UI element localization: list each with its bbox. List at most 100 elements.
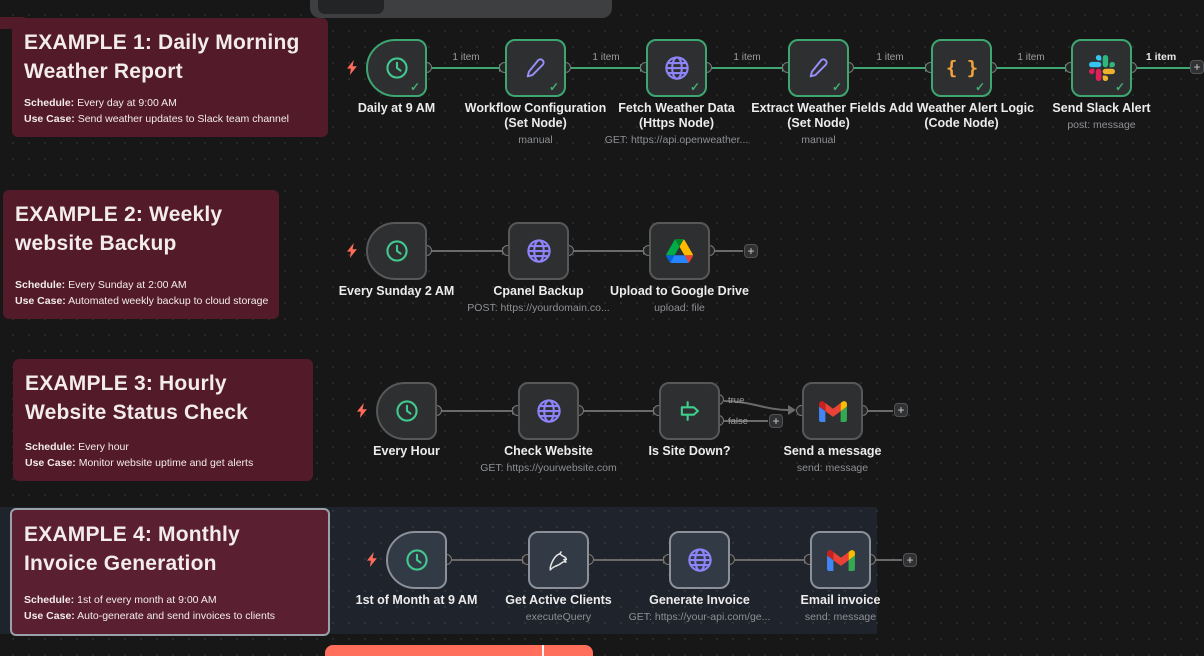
clock-icon <box>385 57 408 79</box>
connection-line <box>589 556 670 564</box>
mysql-icon <box>548 551 567 571</box>
node-title: Cpanel Backup <box>493 284 584 298</box>
node-subtitle: (Set Node) <box>504 116 567 130</box>
node-detail: upload: file <box>654 302 705 314</box>
sticky-note-example-1[interactable]: EXAMPLE 1: Daily Morning Weather Report … <box>12 18 328 137</box>
globe-icon <box>687 548 712 572</box>
globe-icon <box>526 239 551 263</box>
node-title: Send Slack Alert <box>1052 101 1151 115</box>
clock-icon <box>395 400 418 422</box>
node-detail: GET: https://api.openweather... <box>604 134 749 146</box>
schedule-label: Schedule: <box>24 97 75 109</box>
connection-line <box>1132 67 1190 69</box>
node-fetch-weather-data[interactable]: ✓ Fetch Weather Data (Https Node) GET: h… <box>605 39 748 146</box>
sticky-note-example-2[interactable]: EXAMPLE 2: Weekly website Backup Schedul… <box>3 190 279 319</box>
node-detail: post: message <box>1067 119 1136 131</box>
node-check-website[interactable]: Check Website GET: https://yourwebsite.c… <box>480 382 617 474</box>
node-extract-weather-fields[interactable]: ✓ Extract Weather Fields (Set Node) manu… <box>751 39 886 146</box>
node-upload-to-google-drive[interactable]: Upload to Google Drive upload: file <box>610 222 749 314</box>
connection-line <box>447 556 529 564</box>
node-get-active-clients[interactable]: Get Active Clients executeQuery <box>505 531 612 623</box>
node-1st-of-month-at-9am[interactable]: 1st of Month at 9 AM <box>356 531 477 607</box>
clock-icon <box>405 549 428 571</box>
node-title: Every Sunday 2 AM <box>338 284 455 298</box>
node-send-slack-alert[interactable]: ✓ Send Slack Alert post: message <box>1052 39 1151 131</box>
schedule-label: Schedule: <box>15 279 66 291</box>
edge-item-count: 1 item <box>452 52 480 63</box>
note-title: EXAMPLE 3: Hourly Website Status Check <box>25 372 249 424</box>
slack-icon <box>1088 55 1115 81</box>
node-cpanel-backup[interactable]: Cpanel Backup POST: https://yourdomain.c… <box>467 222 610 314</box>
sticky-note-example-3[interactable]: EXAMPLE 3: Hourly Website Status Check S… <box>13 359 313 481</box>
add-node-button[interactable]: + <box>903 553 917 567</box>
output-label-false: false <box>728 416 749 427</box>
execute-workflow-button[interactable] <box>325 645 593 656</box>
add-node-button[interactable]: + <box>1190 60 1204 74</box>
note-body: Schedule: 1st of every month at 9:00 AM … <box>24 593 316 624</box>
node-detail: executeQuery <box>525 611 592 623</box>
usecase-label: Use Case: <box>24 112 75 125</box>
schedule-value: Every hour <box>78 441 129 453</box>
node-detail: send: message <box>796 462 869 474</box>
node-add-weather-alert-logic[interactable]: { } ✓ Add Weather Alert Logic (Code Node… <box>889 39 1034 130</box>
node-detail: manual <box>801 134 836 146</box>
node-email-invoice[interactable]: Email invoice send: message <box>801 531 880 623</box>
edge-item-count: 1 item <box>876 52 904 63</box>
toolbar-button[interactable] <box>318 0 384 14</box>
add-node-button[interactable]: + <box>769 414 783 428</box>
node-subtitle: (Code Node) <box>924 116 999 130</box>
sticky-note-example-4[interactable]: EXAMPLE 4: Monthly Invoice Generation Sc… <box>10 508 330 636</box>
lightning-bolt-icon <box>347 243 357 258</box>
node-subtitle: (Set Node) <box>787 116 850 130</box>
connection-line <box>710 250 743 252</box>
signpost-icon <box>680 401 699 421</box>
note-body: Schedule: Every Sunday at 2:00 AM Use Ca… <box>15 278 268 309</box>
node-title: Extract Weather Fields <box>751 101 886 115</box>
node-every-sunday-2am[interactable]: Every Sunday 2 AM <box>339 222 454 298</box>
note-title: EXAMPLE 2: Weekly website Backup <box>15 203 223 255</box>
lightning-bolt-icon <box>347 60 357 75</box>
node-daily-at-9am[interactable]: ✓ Daily at 9 AM <box>358 39 435 115</box>
connection-line <box>437 407 519 415</box>
node-title: Daily at 9 AM <box>357 101 436 115</box>
node-generate-invoice[interactable]: Generate Invoice GET: https://your-api.c… <box>629 531 770 623</box>
node-detail: GET: https://yourwebsite.com <box>480 462 617 474</box>
node-title: Get Active Clients <box>505 593 612 607</box>
connection-line <box>707 64 789 72</box>
node-is-site-down[interactable]: Is Site Down? <box>649 382 730 458</box>
connection-line <box>579 407 660 415</box>
node-send-a-message[interactable]: Send a message send: message <box>784 382 881 474</box>
note-body: Schedule: Every day at 9:00 AM Use Case:… <box>24 96 316 127</box>
node-title: Send a message <box>783 444 882 458</box>
connection-line <box>849 64 932 72</box>
button-divider <box>542 645 544 656</box>
add-node-button[interactable]: + <box>894 403 908 417</box>
node-title: Is Site Down? <box>648 444 731 458</box>
add-node-button[interactable]: + <box>744 244 758 258</box>
node-title: Every Hour <box>373 444 440 458</box>
checkmark-icon: ✓ <box>689 80 700 94</box>
node-workflow-configuration[interactable]: ✓ Workflow Configuration (Set Node) manu… <box>465 39 606 146</box>
true-branch-connection <box>723 400 796 415</box>
connection-line <box>730 556 811 564</box>
pen-icon <box>526 58 545 78</box>
google-drive-icon <box>666 239 693 263</box>
node-every-hour[interactable]: Every Hour <box>373 382 440 458</box>
edge-item-count: 1 item <box>733 52 761 63</box>
usecase-value: Auto-generate and send invoices to clien… <box>77 609 275 622</box>
gmail-icon <box>818 400 847 422</box>
usecase-label: Use Case: <box>15 294 66 307</box>
schedule-label: Schedule: <box>25 441 76 453</box>
node-title: Fetch Weather Data <box>618 101 735 115</box>
schedule-value: Every Sunday at 2:00 AM <box>68 279 187 291</box>
connection-line <box>427 247 509 255</box>
connection-line <box>566 64 647 72</box>
node-subtitle: (Https Node) <box>639 116 714 130</box>
edge-item-count: 1 item <box>592 52 620 63</box>
edge-item-count: 1 item <box>1017 52 1045 63</box>
connection-line <box>569 247 650 255</box>
connection-line <box>871 559 902 561</box>
connection-line <box>724 420 768 422</box>
top-toolbar[interactable] <box>310 0 612 18</box>
